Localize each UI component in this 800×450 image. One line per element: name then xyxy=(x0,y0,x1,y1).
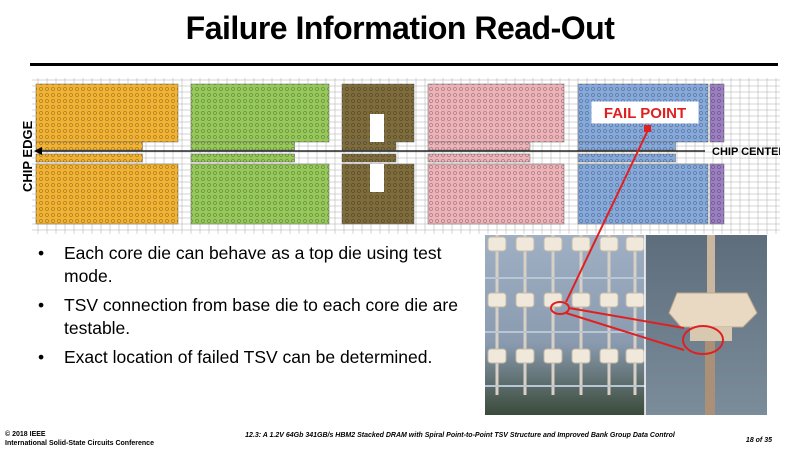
bullet-list: •Each core die can behave as a top die u… xyxy=(38,242,478,375)
bullet-text: Each core die can behave as a top die us… xyxy=(64,243,442,286)
title-rule xyxy=(30,63,778,66)
bullet-text: Exact location of failed TSV can be dete… xyxy=(64,347,433,367)
chip-center-arrow xyxy=(34,147,42,155)
footer-page-number: 18 of 35 xyxy=(745,437,772,444)
fail-point-marker xyxy=(644,125,651,132)
footer-conference: International Solid-State Circuits Confe… xyxy=(5,440,154,447)
footer-left: © 2018 IEEE International Solid-State Ci… xyxy=(5,430,154,448)
page-title: Failure Information Read-Out xyxy=(185,10,615,46)
bullet-item: •TSV connection from base die to each co… xyxy=(38,295,458,338)
bullet-item: •Exact location of failed TSV can be det… xyxy=(38,347,433,367)
tsv-layout-diagram: CHIP EDGE CHIP CENTER FAIL POINT xyxy=(20,78,780,234)
fail-point-box xyxy=(591,101,699,124)
fail-point-label: FAIL POINT xyxy=(604,105,686,122)
bullet-text: TSV connection from base die to each cor… xyxy=(64,295,458,338)
bullet-item: •Each core die can behave as a top die u… xyxy=(38,243,442,286)
chip-edge-label: CHIP EDGE xyxy=(20,120,35,192)
footer-paper-title: 12.3: A 1.2V 64Gb 341GB/s HBM2 Stacked D… xyxy=(245,432,675,439)
chip-center-label: CHIP CENTER xyxy=(712,146,780,158)
tsv-cross-section-photo xyxy=(485,235,767,415)
footer-copyright: © 2018 IEEE xyxy=(5,431,46,438)
